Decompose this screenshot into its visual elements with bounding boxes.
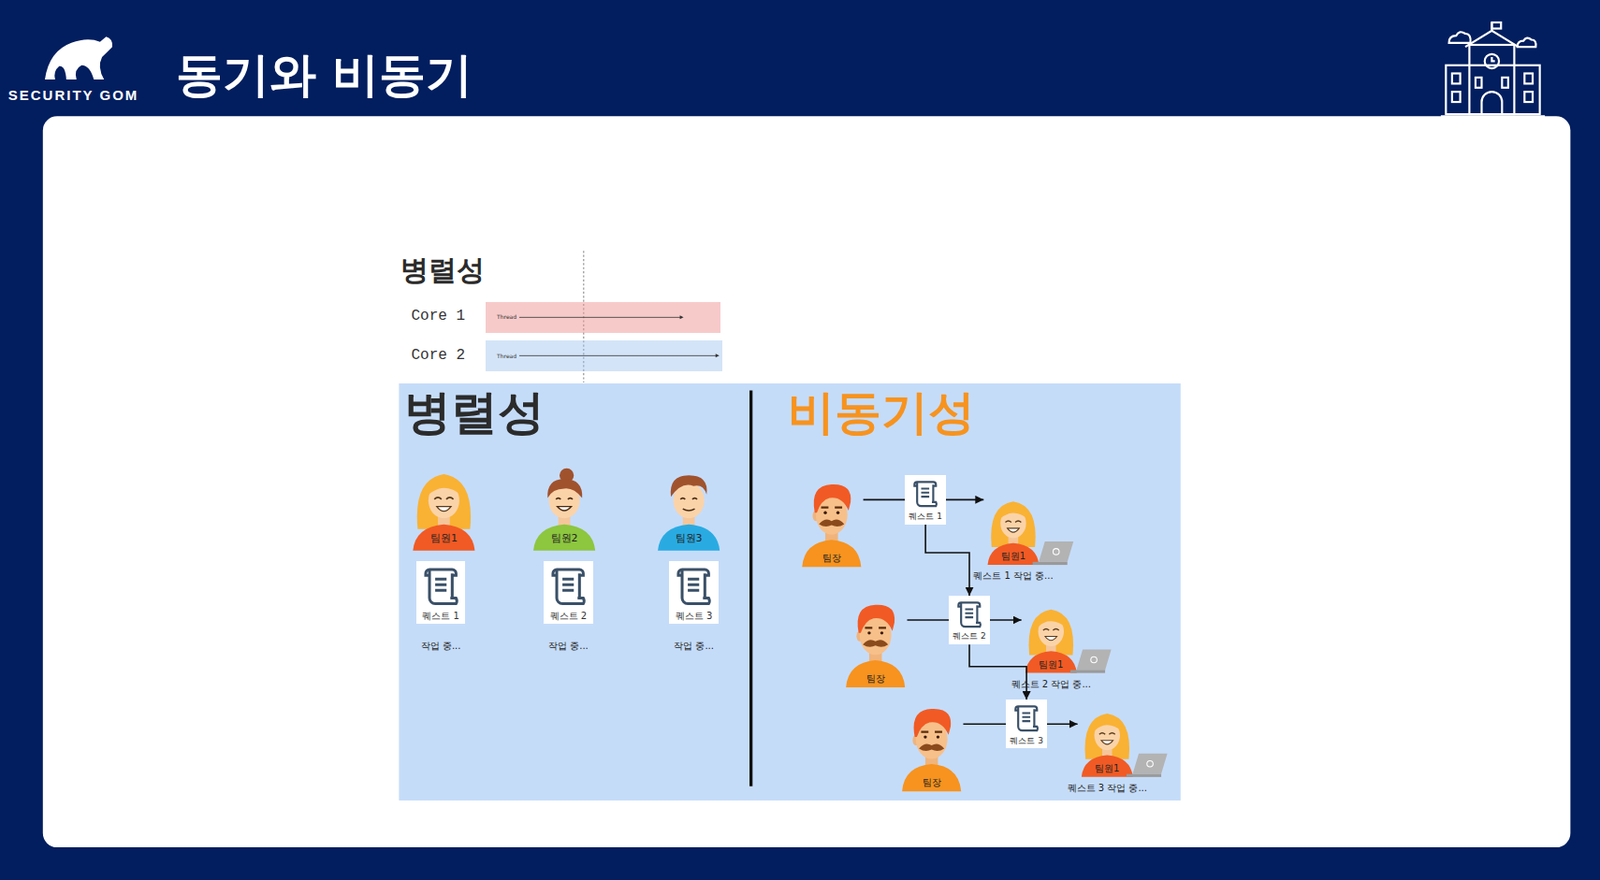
leader-box: 팀장: [843, 599, 908, 688]
name-badge: 팀원1: [1001, 551, 1026, 562]
quest-scroll: 퀘스트 3: [669, 561, 718, 626]
scroll-outline: [915, 481, 938, 507]
quest-label: 퀘스트 1: [421, 610, 460, 622]
status-note: 퀘스트 3 작업 중...: [1067, 783, 1148, 794]
flow-arrow: [1047, 723, 1078, 726]
scroll-icon: [669, 564, 718, 611]
slide-title: 동기와 비동기: [175, 51, 473, 99]
comparison-panel: [398, 383, 1180, 801]
leader-figure: [901, 709, 961, 792]
flow-arrow: [925, 524, 970, 597]
scroll-icon: [543, 564, 593, 611]
status-note: 퀘스트 2 작업 중...: [1011, 679, 1091, 690]
quest-label: 퀘스트 3: [675, 610, 713, 622]
thread-head: [680, 315, 684, 320]
leader-box: 팀장: [800, 480, 864, 568]
leader-box: 팀장: [900, 703, 964, 792]
scroll-outline: [552, 569, 584, 604]
name-badge: 팀장: [922, 777, 942, 788]
status-note: 작업 중...: [548, 640, 589, 652]
core-label: Core 1: [410, 308, 466, 326]
logo-text: SECURITY GOM: [8, 87, 140, 104]
status-note: 퀘스트 1 작업 중...: [973, 570, 1053, 582]
flow-arrow: [962, 723, 1006, 726]
content-panel: [43, 116, 1571, 848]
laptop: [1032, 541, 1075, 566]
quest-scroll: 퀘스트 1: [904, 475, 946, 524]
name-badge: 팀장: [822, 552, 842, 564]
member-box: 팀원2: [528, 466, 600, 551]
quest-label: 퀘스트 2: [952, 632, 987, 642]
core-bar: Core 2Thread: [485, 340, 723, 372]
quest-label: 퀘스트 2: [550, 610, 588, 622]
leader-figure: [801, 484, 861, 568]
scroll-outline: [678, 569, 710, 604]
thread-arrow: [485, 340, 723, 372]
member-figure: [657, 475, 720, 551]
quest-scroll: 퀘스트 3: [1005, 699, 1048, 749]
thread-label: Thread: [496, 352, 517, 360]
member-box: 팀원3: [653, 466, 725, 551]
scroll-outline: [959, 602, 982, 627]
thread-head: [715, 354, 720, 359]
comparison-box: 팀원1팀원2팀원3퀘스트 1퀘스트 2퀘스트 3팀장퀘스트 1팀원1퀘스트 1 …: [398, 383, 1180, 801]
member-figure: [412, 474, 475, 552]
section-heading: 병렬성: [400, 254, 485, 286]
core-label: Core 2: [410, 348, 466, 365]
laptop: [1070, 650, 1112, 674]
thread-line: [519, 355, 717, 357]
name-badge: 팀원1: [430, 533, 458, 545]
thread-label: Thread: [496, 314, 517, 321]
scroll-icon: [904, 478, 946, 510]
quest-label: 퀘스트 3: [1009, 737, 1044, 747]
member-figure: [1081, 713, 1134, 778]
flow-arrow: [863, 499, 906, 502]
member-figure: [988, 501, 1040, 566]
section-heading: 비동기성: [787, 387, 975, 439]
scroll-icon: [416, 564, 466, 611]
quest-label: 퀘스트 1: [908, 512, 943, 523]
school-icon: [1440, 22, 1545, 117]
laptop: [1126, 754, 1168, 778]
thread-line: [519, 317, 682, 319]
member-box: 팀원1: [407, 466, 480, 551]
member-figure: [1025, 610, 1077, 674]
flow-arrow: [907, 619, 950, 622]
member-box: 팀원1퀘스트 3 작업 중...: [1077, 708, 1137, 778]
member-box: 팀원1퀘스트 1 작업 중...: [983, 495, 1043, 566]
scroll-outline: [1016, 706, 1039, 731]
name-badge: 팀장: [866, 673, 886, 684]
name-badge: 팀원2: [551, 533, 579, 545]
quest-scroll: 퀘스트 2: [948, 596, 990, 645]
chart-box: Core 1ThreadCore 2Thread병렬성: [398, 252, 724, 383]
quest-scroll: 퀘스트 1: [416, 561, 466, 626]
flow-arrow: [969, 644, 1027, 700]
name-badge: 팀원1: [1094, 763, 1120, 774]
section-heading: 병렬성: [404, 387, 545, 439]
thread-arrow: [485, 302, 721, 334]
divider: [749, 391, 753, 787]
flow-arrow: [945, 499, 984, 502]
status-note: 작업 중...: [673, 640, 714, 652]
name-badge: 팀원3: [675, 533, 703, 545]
quest-scroll: 퀘스트 2: [543, 561, 593, 626]
member-figure: [533, 468, 596, 552]
core-bar: Core 1Thread: [485, 302, 721, 334]
scroll-outline: [425, 569, 457, 604]
flow-arrow: [989, 619, 1022, 622]
logo-bear: [44, 36, 113, 80]
member-box: 팀원1퀘스트 2 작업 중...: [1021, 604, 1081, 674]
name-badge: 팀원1: [1038, 659, 1063, 670]
scroll-icon: [948, 598, 990, 631]
leader-figure: [845, 605, 905, 688]
scroll-icon: [1005, 702, 1048, 735]
status-note: 작업 중...: [421, 640, 462, 652]
